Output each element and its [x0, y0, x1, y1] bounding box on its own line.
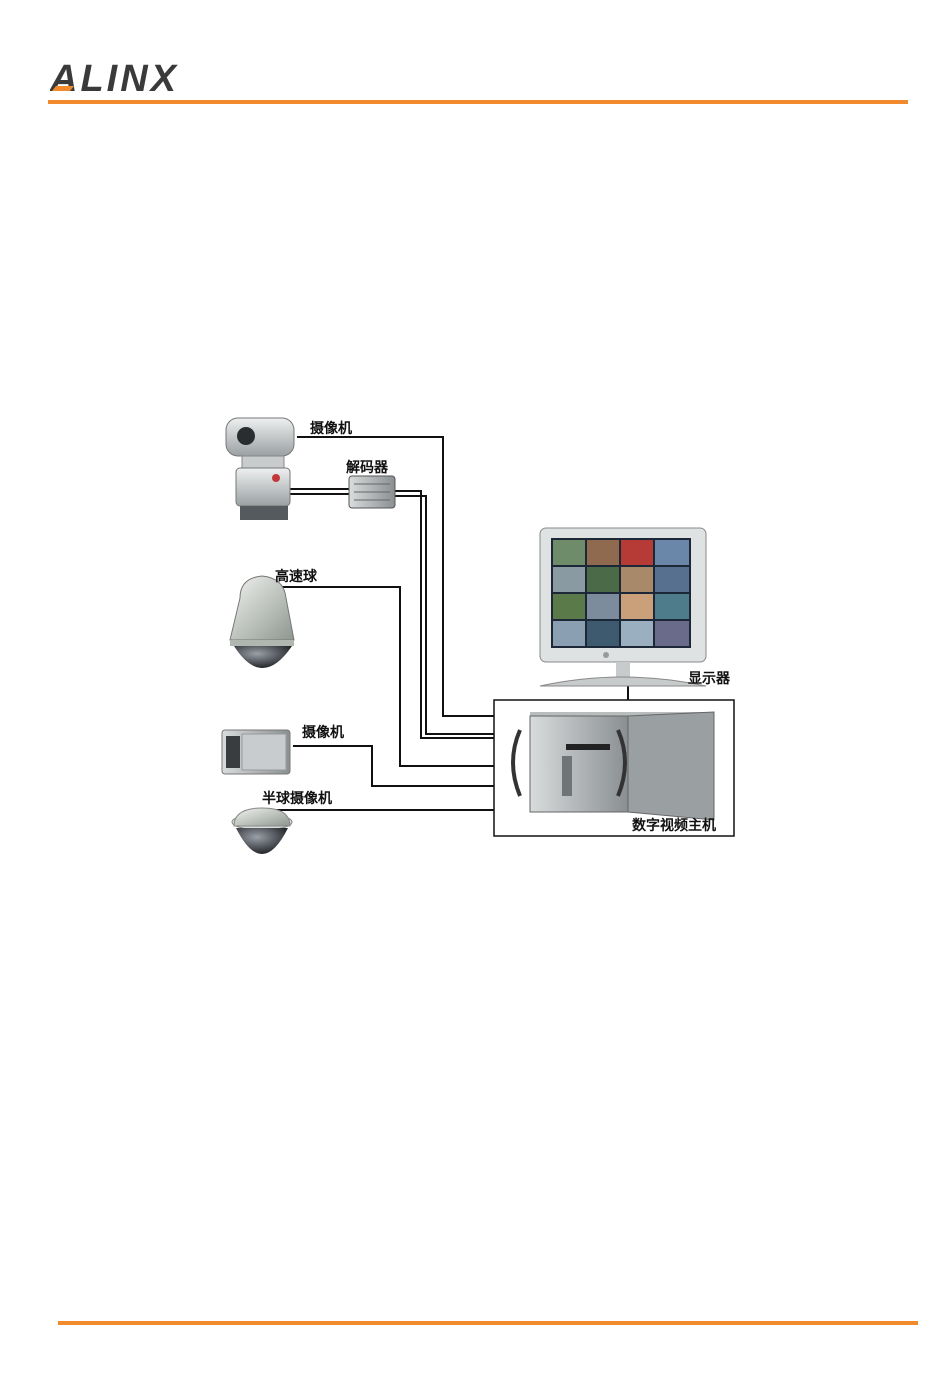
wire-decoder-1: [395, 491, 496, 738]
box-camera-icon: [222, 730, 290, 774]
label-monitor: 显示器: [688, 668, 730, 688]
label-dvr-host: 数字视频主机: [632, 815, 716, 835]
label-decoder: 解码器: [346, 457, 388, 477]
wire-ptz-camera: [297, 437, 496, 716]
monitor-icon: [540, 528, 706, 686]
label-half-dome: 半球摄像机: [262, 788, 332, 808]
label-ptz-camera: 摄像机: [310, 418, 352, 438]
wire-decoder-2: [395, 496, 496, 734]
ptz-camera-icon: [226, 418, 294, 520]
label-speed-dome: 高速球: [275, 566, 317, 586]
speed-dome-icon: [230, 576, 294, 668]
decoder-icon: [349, 476, 395, 508]
half-dome-icon: [232, 808, 292, 854]
label-box-camera: 摄像机: [302, 722, 344, 742]
footer-rule: [58, 1321, 918, 1325]
